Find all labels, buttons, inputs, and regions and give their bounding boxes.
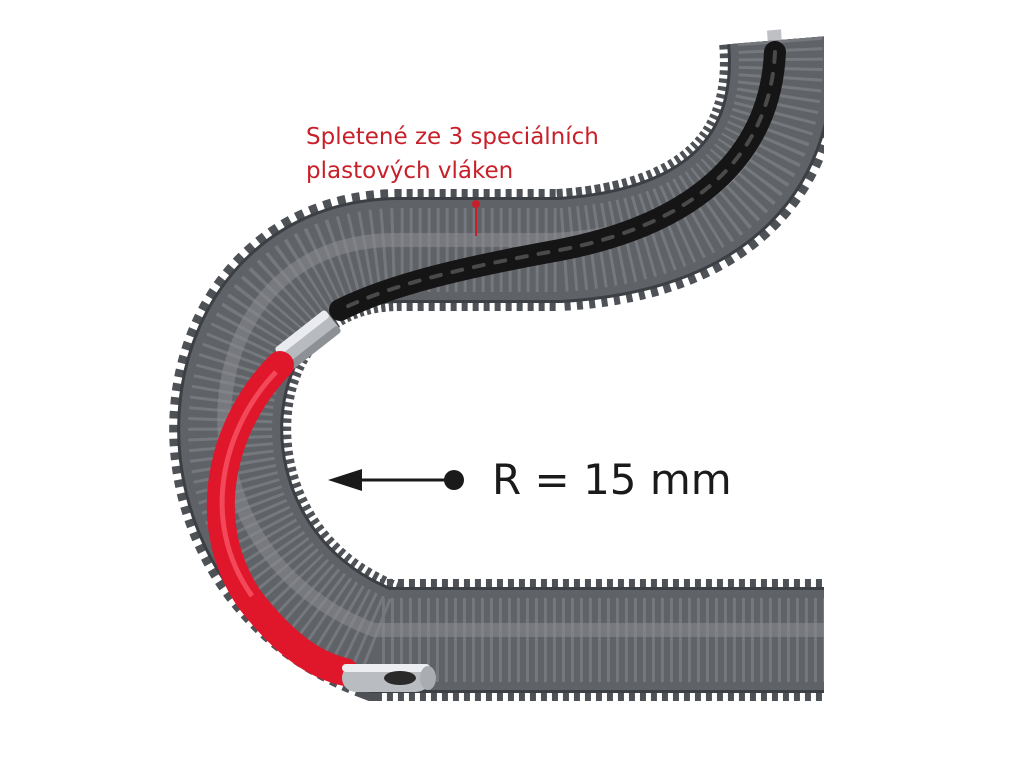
- annotation-line-1: Spletené ze 3 speciálních: [306, 124, 599, 150]
- annotation-text: Spletené ze 3 speciálních plastových vlá…: [306, 120, 599, 188]
- radius-label: R = 15 mm: [492, 455, 732, 504]
- red-sleeve-highlight: [219, 370, 278, 598]
- conduit-ribs: [188, 36, 824, 682]
- radius-center-dot: [444, 470, 464, 490]
- eyelet-tip: [342, 664, 436, 692]
- radius-arrow-head: [328, 469, 362, 491]
- rope-twist: [338, 50, 777, 312]
- crimp-ferrule: [275, 310, 341, 370]
- annotation-line-2: plastových vláken: [306, 158, 514, 184]
- annotation-pointer-dot: [472, 200, 480, 208]
